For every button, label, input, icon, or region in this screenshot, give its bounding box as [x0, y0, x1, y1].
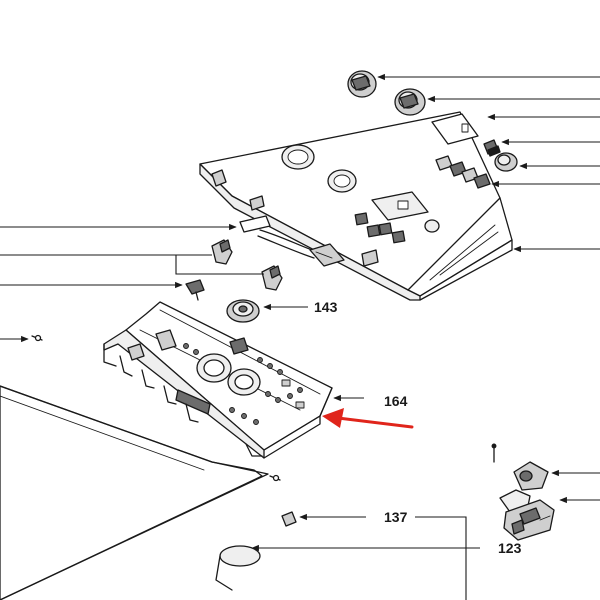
board-components	[183, 343, 305, 425]
rotary-switch-part-143	[226, 299, 260, 323]
callout-123: 123	[498, 540, 522, 556]
highlight-arrow	[336, 416, 414, 429]
round-knob-cap-part	[494, 152, 518, 172]
button-row	[354, 212, 406, 244]
knob-part-second	[394, 88, 426, 116]
knob-part-top	[347, 70, 377, 98]
lock-assembly-part	[491, 443, 555, 541]
overlay-decal-part	[431, 113, 479, 145]
wire-harness-part	[239, 215, 345, 267]
screw-part	[185, 279, 205, 301]
callout-143: 143	[314, 299, 338, 315]
control-board-part-164	[103, 301, 333, 459]
highlight-arrowhead-icon	[322, 408, 344, 428]
leader-lines	[0, 73, 600, 600]
small-button-part	[483, 139, 501, 157]
callout-164: 164	[384, 393, 408, 409]
part-123	[215, 545, 261, 591]
pin-part-bottom	[269, 474, 281, 482]
pin-part-top-left	[31, 334, 43, 342]
cabinet-top-part	[0, 385, 269, 600]
button-set-part	[435, 155, 491, 189]
bracket-clips-part	[211, 239, 283, 291]
part-137	[281, 511, 297, 527]
callout-137: 137	[384, 509, 408, 525]
console-panel-part	[199, 111, 513, 301]
